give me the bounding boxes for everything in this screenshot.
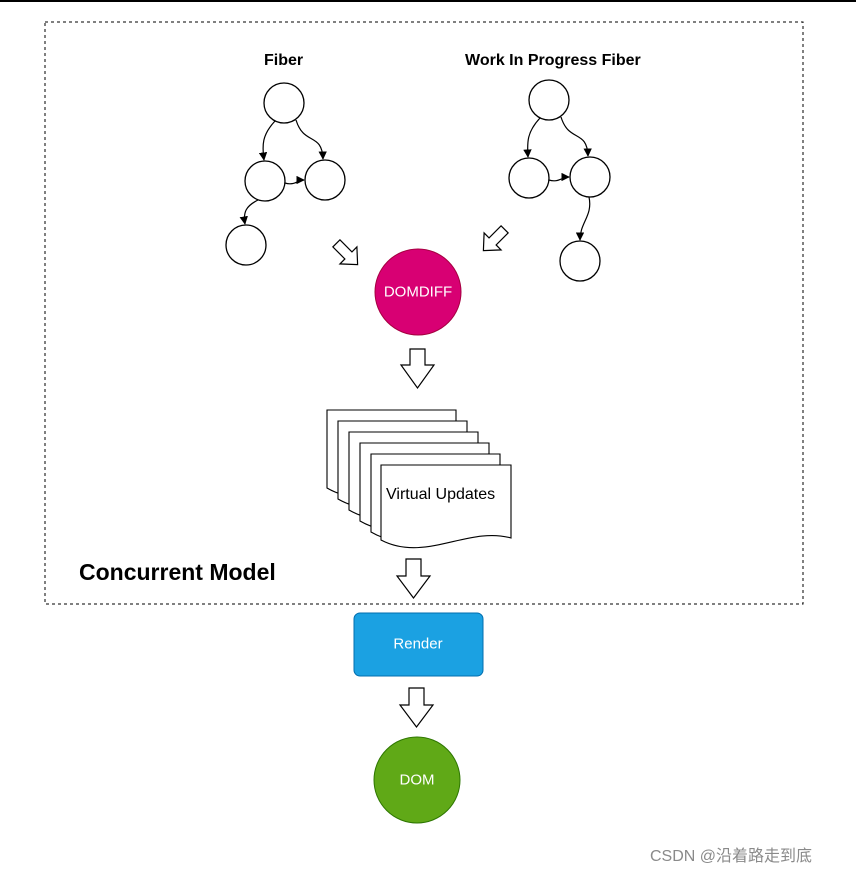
dom-node[interactable] (373, 736, 461, 824)
wip-edge-root-left (523, 117, 541, 158)
wip-node-root[interactable] (528, 79, 570, 121)
fiber-edge-left-leaf (239, 199, 259, 225)
concurrent-model-label: Concurrent Model (79, 559, 276, 585)
render-box[interactable] (353, 612, 484, 677)
fiber-edge-root-left (258, 120, 276, 161)
fiber-node-leaf[interactable] (225, 224, 267, 266)
fiber-node-left[interactable] (244, 160, 286, 202)
wip-edge-root-right (560, 116, 592, 157)
virtual-updates-stack (326, 409, 512, 549)
wip-node-leaf[interactable] (559, 240, 601, 282)
wip-node-right[interactable] (569, 156, 611, 198)
fiber-edge-root-right (295, 119, 327, 160)
wip-edge-left-right (548, 172, 570, 182)
fiber-node-root[interactable] (263, 82, 305, 124)
domdiff-node[interactable] (374, 248, 462, 336)
render-label: Render (393, 635, 443, 653)
wip-fiber-label: Work In Progress Fiber (465, 52, 641, 69)
fiber-edge-left-right (284, 175, 305, 185)
wip-fiber-tree (508, 79, 611, 282)
dom-label: DOM (399, 771, 435, 789)
down-arrow-domdiff-updates (399, 348, 436, 390)
virtual-updates-label: Virtual Updates (386, 486, 496, 503)
wip-edge-right-leaf (575, 196, 591, 241)
top-border-line (0, 0, 856, 2)
watermark-text: CSDN @沿着路走到底 (650, 848, 813, 865)
concurrent-model-boundary (44, 21, 804, 605)
wip-node-left[interactable] (508, 157, 550, 199)
fiber-label: Fiber (264, 52, 304, 69)
domdiff-label: DOMDIFF (383, 283, 453, 301)
diagonal-arrow-right (482, 225, 509, 252)
diagonal-arrow-left (332, 239, 359, 266)
down-arrow-updates-render (395, 558, 432, 599)
down-arrow-render-dom (398, 687, 435, 728)
fiber-node-right[interactable] (304, 159, 346, 201)
update-doc-front (380, 464, 512, 549)
fiber-tree (225, 82, 346, 266)
